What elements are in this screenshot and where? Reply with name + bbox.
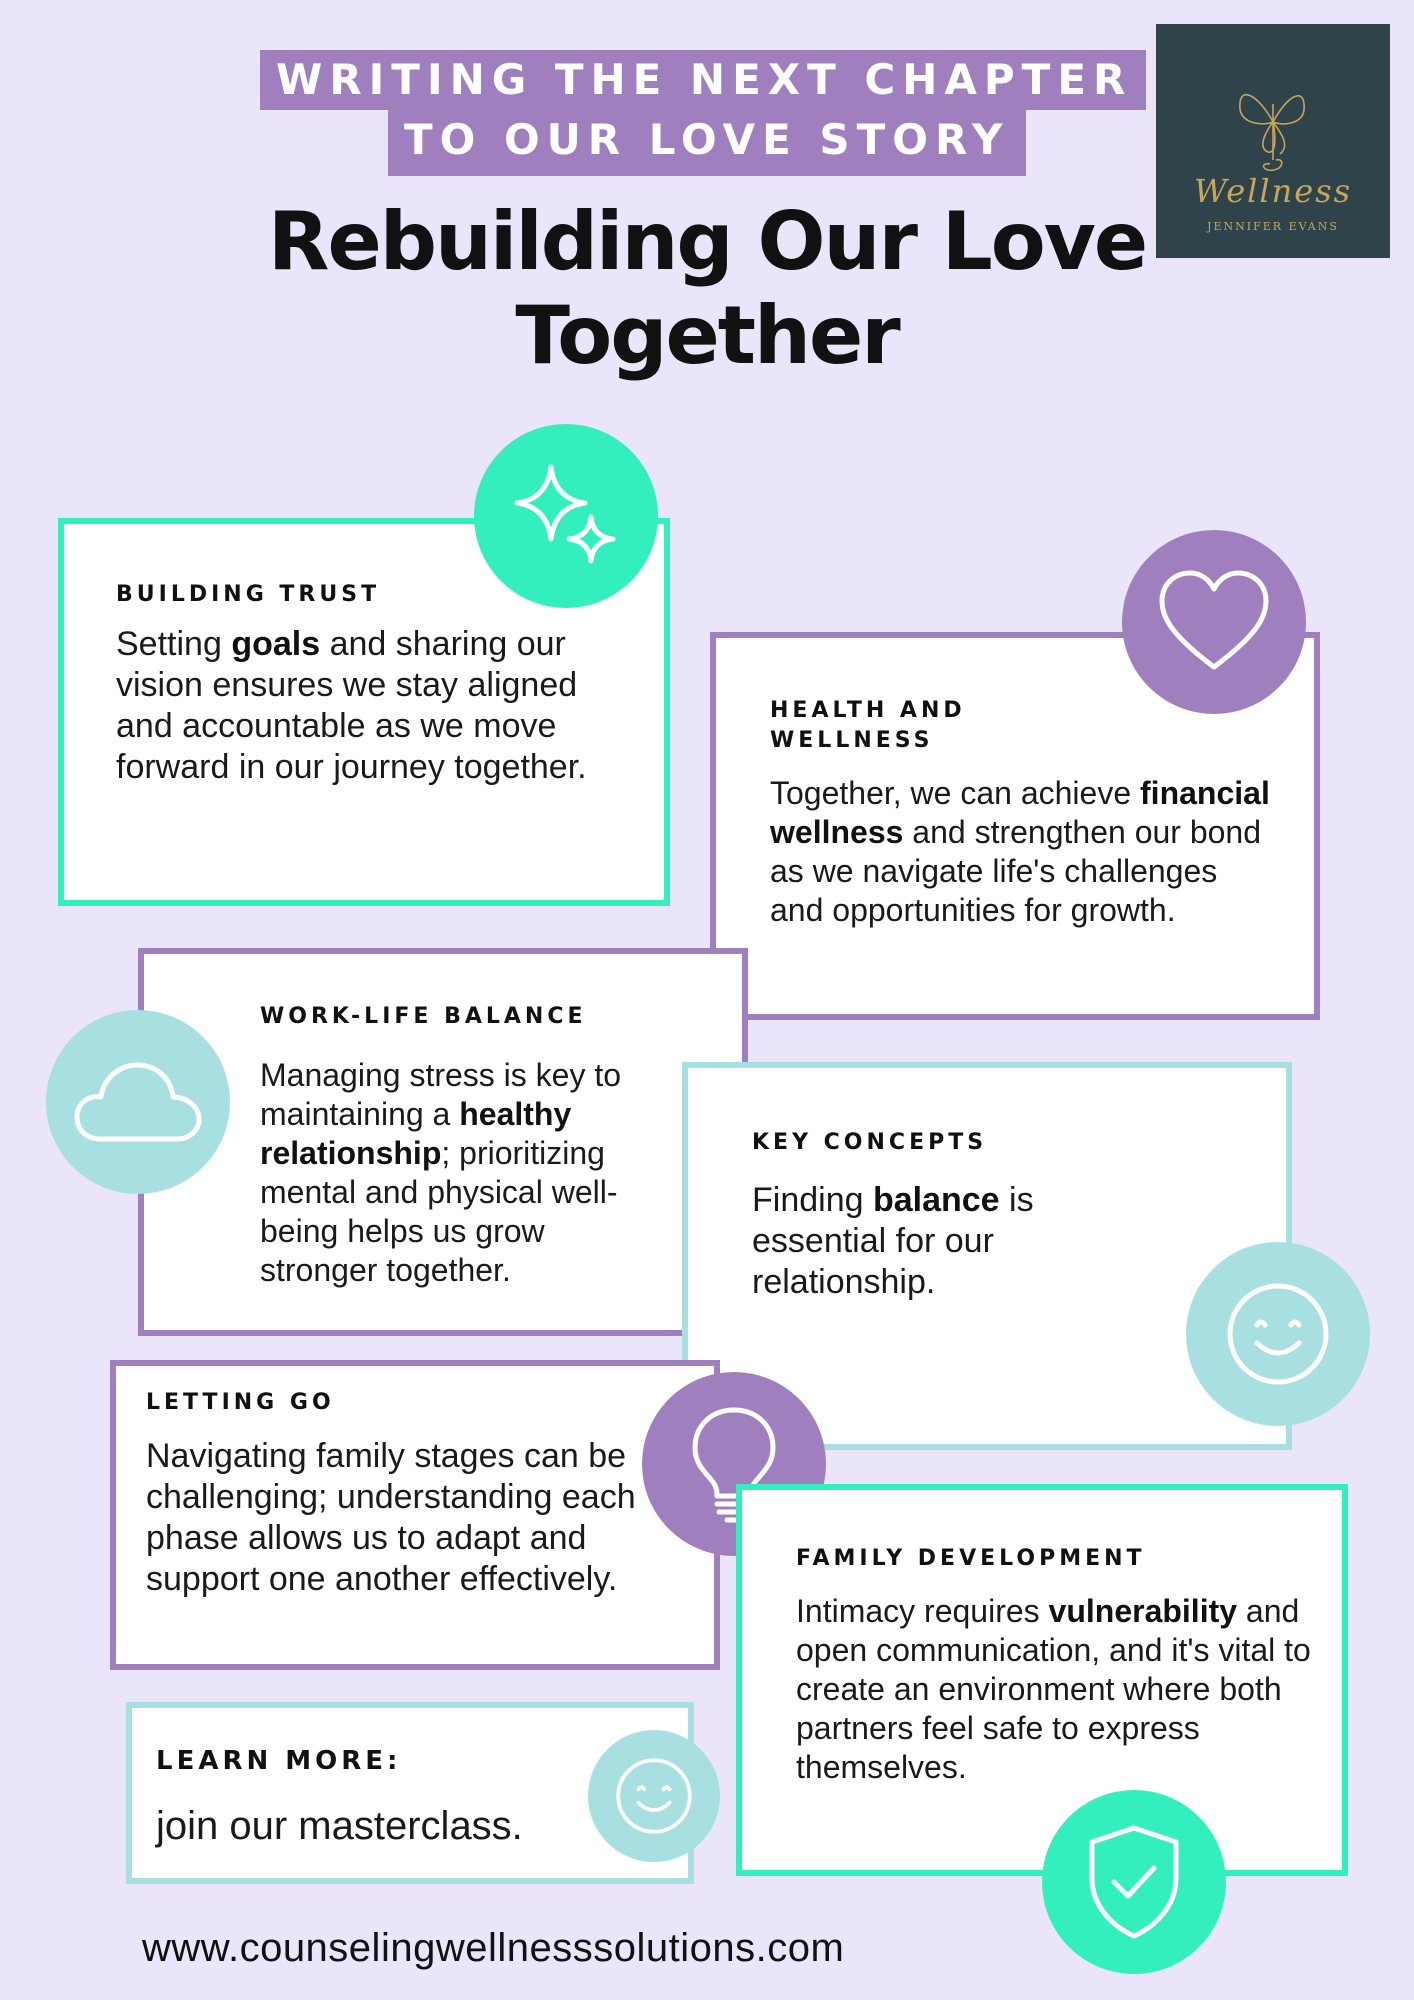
masterclass-link[interactable]: join our masterclass. (156, 1804, 523, 1848)
card-heading-line-1: HEALTH AND (770, 698, 966, 723)
butterfly-icon (1239, 94, 1305, 172)
card-body: Intimacy requires vulnerability and open… (796, 1593, 1311, 1785)
smiley-icon (1186, 1242, 1370, 1426)
card-key-concepts: KEY CONCEPTS Finding balance is essentia… (682, 1062, 1292, 1450)
card-body: Together, we can achieve financial welln… (770, 775, 1270, 928)
page-title-line-1: Rebuilding Our Love (267, 195, 1148, 288)
card-heading: BUILDING TRUST (116, 582, 381, 607)
card-heading: FAMILY DEVELOPMENT (796, 1546, 1146, 1571)
card-heading: KEY CONCEPTS (752, 1130, 988, 1155)
card-body: Finding balance is essential for our rel… (752, 1181, 1034, 1301)
card-heading-line-2: WELLNESS (770, 728, 934, 753)
card-body: Managing stress is key to maintaining a … (260, 1057, 622, 1288)
card-body: Setting goals and sharing our vision ens… (116, 625, 587, 786)
sparkle-icon (474, 424, 658, 608)
card-heading: WORK-LIFE BALANCE (260, 1004, 587, 1029)
website-link[interactable]: www.counselingwellnesssolutions.com (142, 1926, 845, 1970)
wellness-logo: Wellness JENNIFER EVANS (1156, 24, 1390, 258)
card-heading[interactable]: LEARN MORE: (156, 1746, 402, 1776)
banner-line-2: TO OUR LOVE STORY (388, 110, 1026, 176)
page-title-line-2: Together (515, 289, 900, 382)
card-body: Navigating family stages can be challeng… (146, 1437, 636, 1598)
card-letting-go: LETTING GO Navigating family stages can … (110, 1360, 720, 1670)
banner-line-1: WRITING THE NEXT CHAPTER (260, 50, 1146, 110)
cloud-icon (46, 1010, 230, 1194)
heart-icon (1122, 530, 1306, 714)
logo-subtitle: JENNIFER EVANS (1207, 220, 1339, 233)
card-learn-more: LEARN MORE: join our masterclass. (126, 1702, 694, 1884)
card-family-development: FAMILY DEVELOPMENT Intimacy requires vul… (736, 1484, 1348, 1876)
card-work-life-balance: WORK-LIFE BALANCE Managing stress is key… (138, 948, 748, 1336)
logo-script-text: Wellness (1193, 172, 1353, 210)
card-heading: LETTING GO (146, 1390, 335, 1415)
smiley-icon (588, 1730, 720, 1862)
shield-check-icon (1042, 1790, 1226, 1974)
